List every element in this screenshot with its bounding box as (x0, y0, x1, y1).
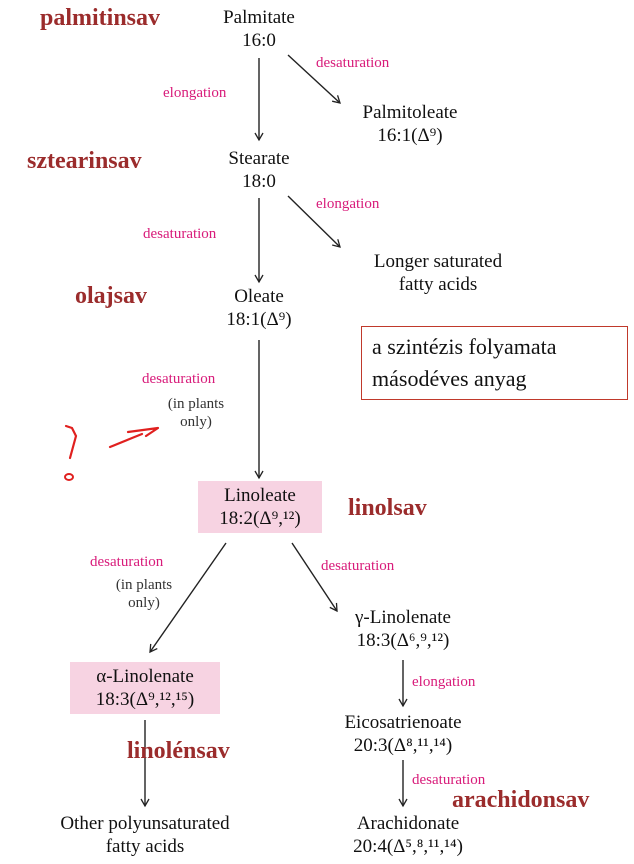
label-stearate-elongation: elongation (316, 196, 380, 212)
stearate-formula: 18:0 (242, 171, 276, 192)
arachidonate-formula: 20:4(Δ⁵,⁸,¹¹,¹⁴) (353, 836, 463, 857)
label-arachidonsav: arachidonsav (452, 787, 590, 813)
linoleate-name: Linoleate (224, 485, 296, 506)
arrow-stearate-longer (287, 195, 341, 248)
node-oleate: Oleate 18:1(Δ⁹) (199, 285, 319, 331)
node-longer-saturated: Longer saturated fatty acids (338, 250, 538, 296)
label-linolsav: linolsav (348, 495, 427, 521)
eicosatrienoate-name: Eicosatrienoate (344, 712, 462, 733)
other-line1: Other polyunsaturated (60, 813, 230, 834)
label-eico-desaturation: desaturation (412, 772, 486, 788)
palmitoleate-formula: 16:1(Δ⁹) (377, 125, 443, 146)
note-linoleate-line1: (in plants (115, 577, 173, 593)
arrow-linoleate-alpha (149, 542, 227, 654)
label-palmitate-elongation: elongation (163, 85, 227, 101)
palmitate-formula: 16:0 (242, 30, 276, 51)
note-box: a szintézis folyamata másodéves anyag (361, 326, 628, 400)
stearate-name: Stearate (228, 148, 290, 169)
longer-line2: fatty acids (398, 274, 478, 295)
arachidonate-name: Arachidonate (356, 813, 460, 834)
gamma-linolenate-name: γ-Linolenate (355, 607, 451, 628)
other-line2: fatty acids (105, 836, 185, 857)
node-palmitoleate: Palmitoleate 16:1(Δ⁹) (335, 101, 485, 147)
palmitate-name: Palmitate (223, 7, 295, 28)
label-stearate-desaturation: desaturation (143, 226, 217, 242)
label-linoleate-right-desaturation: desaturation (321, 558, 395, 574)
node-linoleate: Linoleate 18:2(Δ⁹,¹²) (198, 481, 322, 533)
oleate-formula: 18:1(Δ⁹) (226, 309, 292, 330)
longer-line1: Longer saturated (373, 251, 503, 272)
arrow-palmitate-palmitoleate (287, 54, 341, 104)
oleate-name: Oleate (234, 286, 284, 307)
scribble-exclaim-bar (64, 424, 78, 460)
eicosatrienoate-formula: 20:3(Δ⁸,¹¹,¹⁴) (353, 735, 453, 756)
note-linoleate-plants: (in plants only) (102, 576, 186, 612)
scribble-exclaim-dot (64, 473, 74, 481)
arrow-linoleate-gamma (291, 542, 338, 613)
note-oleate-plants: (in plants only) (154, 395, 238, 431)
label-palmitate-desaturation: desaturation (316, 55, 390, 71)
node-gamma-linolenate: γ-Linolenate 18:3(Δ⁶,⁹,¹²) (318, 606, 488, 652)
node-other-polyunsaturated: Other polyunsaturated fatty acids (20, 812, 270, 858)
label-gamma-elongation: elongation (412, 674, 476, 690)
label-oleate-desaturation: desaturation (142, 371, 216, 387)
label-linoleate-left-desaturation: desaturation (90, 554, 164, 570)
node-eicosatrienoate: Eicosatrienoate 20:3(Δ⁸,¹¹,¹⁴) (313, 711, 493, 757)
alpha-linolenate-name: α-Linolenate (96, 666, 194, 687)
palmitoleate-name: Palmitoleate (362, 102, 458, 123)
alpha-linolenate-formula: 18:3(Δ⁹,¹²,¹⁵) (95, 689, 195, 710)
node-arachidonate: Arachidonate 20:4(Δ⁵,⁸,¹¹,¹⁴) (313, 812, 503, 858)
note-linoleate-line2: only) (128, 595, 160, 611)
scribble-arrow (108, 426, 160, 449)
node-alpha-linolenate: α-Linolenate 18:3(Δ⁹,¹²,¹⁵) (70, 662, 220, 714)
note-box-line1: a szintézis folyamata (372, 334, 557, 359)
note-box-line2: másodéves anyag (372, 366, 527, 391)
label-olajsav: olajsav (75, 283, 147, 309)
node-palmitate: Palmitate 16:0 (199, 6, 319, 52)
label-palmitinsav: palmitinsav (40, 5, 161, 31)
gamma-linolenate-formula: 18:3(Δ⁶,⁹,¹²) (356, 630, 450, 651)
linoleate-formula: 18:2(Δ⁹,¹²) (219, 508, 301, 529)
label-linolensav: linolénsav (127, 738, 230, 764)
note-oleate-line1: (in plants (167, 396, 225, 412)
node-stearate: Stearate 18:0 (199, 147, 319, 193)
label-sztearinsav: sztearinsav (27, 148, 142, 174)
note-oleate-line2: only) (180, 414, 212, 430)
